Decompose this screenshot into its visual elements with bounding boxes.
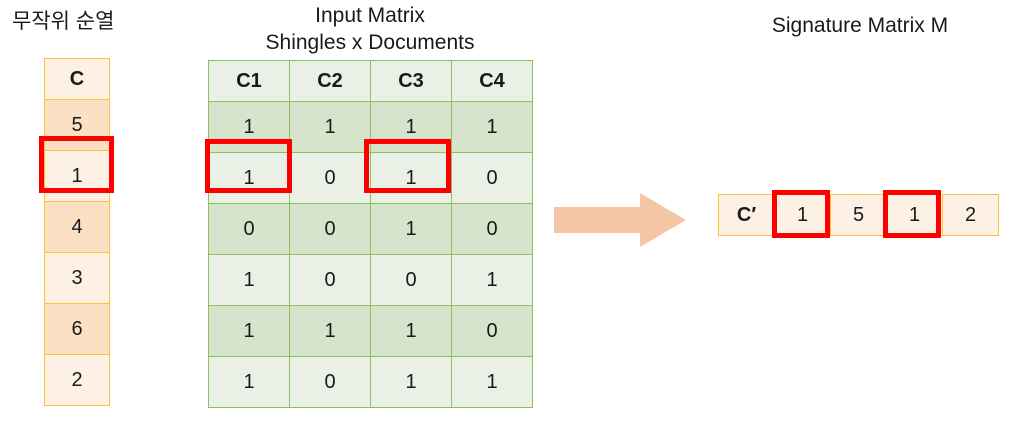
table-row: C′ 1 5 1 2: [718, 194, 999, 236]
signature-cell-0[interactable]: 1: [774, 194, 831, 236]
transform-arrow-icon: [554, 193, 686, 247]
table-row: C: [44, 58, 110, 100]
table-row: 1 0 0 1: [208, 254, 533, 306]
permutation-cell-4[interactable]: 6: [44, 303, 110, 355]
input-cell-r2-c1[interactable]: 0: [289, 203, 371, 255]
table-row: 1 0 1 1: [208, 356, 533, 408]
signature-header-cell: C′: [718, 194, 775, 236]
input-cell-r0-c2[interactable]: 1: [370, 101, 452, 153]
permutation-cell-5[interactable]: 2: [44, 354, 110, 406]
input-cell-r2-c0[interactable]: 0: [208, 203, 290, 255]
signature-cell-3[interactable]: 2: [942, 194, 999, 236]
input-cell-r5-c3[interactable]: 1: [451, 356, 533, 408]
signature-matrix-title: Signature Matrix M: [771, 14, 949, 37]
permutation-cell-3[interactable]: 3: [44, 252, 110, 304]
input-cell-r0-c3[interactable]: 1: [451, 101, 533, 153]
input-cell-r3-c3[interactable]: 1: [451, 254, 533, 306]
input-cell-r1-c2[interactable]: 1: [370, 152, 452, 204]
input-cell-r1-c3[interactable]: 0: [451, 152, 533, 204]
input-matrix-title: Input Matrix Shingles x Documents: [265, 4, 475, 54]
table-row: 1 0 1 0: [208, 152, 533, 204]
input-cell-r3-c2[interactable]: 0: [370, 254, 452, 306]
permutation-title: 무작위 순열: [12, 10, 115, 33]
input-matrix-header-c4: C4: [451, 60, 533, 102]
permutation-header-cell: C: [44, 58, 110, 100]
input-cell-r5-c2[interactable]: 1: [370, 356, 452, 408]
table-row: 2: [44, 354, 110, 406]
input-cell-r4-c3[interactable]: 0: [451, 305, 533, 357]
permutation-table: C 5 1 4 3 6 2: [44, 58, 110, 406]
input-cell-r4-c0[interactable]: 1: [208, 305, 290, 357]
input-cell-r4-c1[interactable]: 1: [289, 305, 371, 357]
permutation-cell-0[interactable]: 5: [44, 99, 110, 151]
table-row: 1 1 1 0: [208, 305, 533, 357]
input-cell-r3-c1[interactable]: 0: [289, 254, 371, 306]
input-matrix-table: C1 C2 C3 C4 1 1 1 1 1 0 1 0 0 0 1 0 1 0 …: [208, 60, 533, 408]
input-cell-r2-c2[interactable]: 1: [370, 203, 452, 255]
signature-matrix-table: C′ 1 5 1 2: [718, 194, 999, 236]
input-matrix-header-c3: C3: [370, 60, 452, 102]
input-cell-r0-c0[interactable]: 1: [208, 101, 290, 153]
input-cell-r1-c0[interactable]: 1: [208, 152, 290, 204]
table-row: 5: [44, 99, 110, 151]
permutation-cell-1[interactable]: 1: [44, 150, 110, 202]
input-matrix-header-c1: C1: [208, 60, 290, 102]
signature-cell-2[interactable]: 1: [886, 194, 943, 236]
table-row: 1 1 1 1: [208, 101, 533, 153]
table-row: 1: [44, 150, 110, 202]
signature-cell-1[interactable]: 5: [830, 194, 887, 236]
table-header-row: C1 C2 C3 C4: [208, 60, 533, 102]
input-matrix-header-c2: C2: [289, 60, 371, 102]
table-row: 4: [44, 201, 110, 253]
table-row: 6: [44, 303, 110, 355]
input-cell-r5-c1[interactable]: 0: [289, 356, 371, 408]
table-row: 3: [44, 252, 110, 304]
input-cell-r3-c0[interactable]: 1: [208, 254, 290, 306]
table-row: 0 0 1 0: [208, 203, 533, 255]
permutation-cell-2[interactable]: 4: [44, 201, 110, 253]
input-cell-r0-c1[interactable]: 1: [289, 101, 371, 153]
input-cell-r2-c3[interactable]: 0: [451, 203, 533, 255]
input-cell-r1-c1[interactable]: 0: [289, 152, 371, 204]
input-cell-r4-c2[interactable]: 1: [370, 305, 452, 357]
input-cell-r5-c0[interactable]: 1: [208, 356, 290, 408]
